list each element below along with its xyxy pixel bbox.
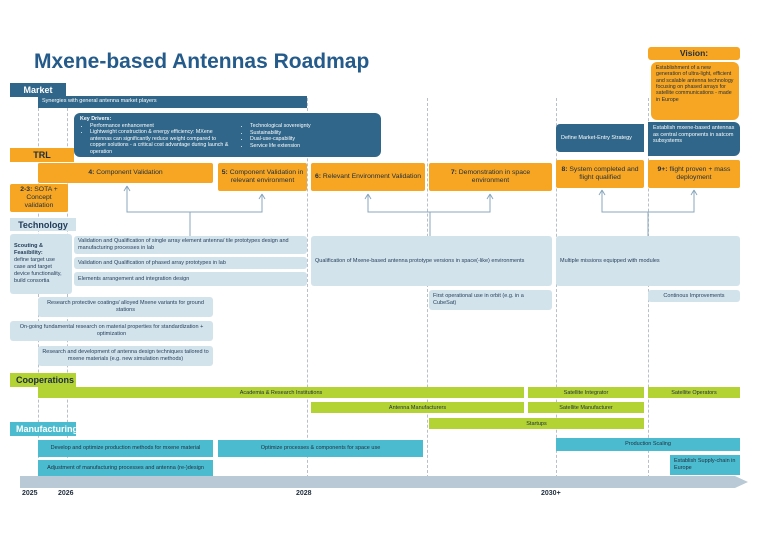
page-title: Mxene-based Antennas Roadmap	[34, 50, 370, 73]
coop-academia: Academia & Research Institutions	[38, 387, 524, 398]
guide-line-2030	[556, 98, 557, 478]
first-orbit-use: First operational use in orbit (e.g. in …	[429, 290, 552, 310]
coop-satellite-integrator: Satellite Integrator	[528, 387, 644, 398]
trl-4: 4: Component Validation	[38, 163, 213, 183]
trl-9: 9+: flight proven + mass deployment	[648, 160, 740, 188]
space-qualification: Qualification of Mxene-based antenna pro…	[311, 236, 552, 286]
driver-item: Sustainability	[250, 130, 375, 137]
trl-num: 6:	[314, 173, 322, 181]
antenna-design-research: Research and development of antenna desi…	[38, 346, 213, 366]
trl-text: Demonstration in space environment	[458, 169, 531, 184]
scouting-box: Scouting & Feasibility: define target us…	[10, 234, 72, 294]
coop-satellite-manufacturer: Satellite Manufacturer	[528, 402, 644, 413]
trl-text: Component Validation	[96, 169, 163, 177]
key-drivers-title: Key Drivers:	[80, 116, 112, 122]
establish-antennas: Establish mxene-based antennas as centra…	[648, 122, 740, 156]
vision-header: Vision:	[648, 47, 740, 60]
manufacturing-header: Manufacturing	[10, 422, 78, 436]
scouting-title: Scouting & Feasibility:	[14, 243, 44, 257]
year-2028: 2028	[296, 490, 312, 497]
driver-item: Technological sovereignty	[250, 123, 375, 130]
lab-item-1: Validation and Qualification of single a…	[74, 236, 307, 254]
multiple-missions: Multiple missions equipped with modules	[556, 236, 740, 286]
trl-text: flight proven + mass deployment	[669, 166, 731, 181]
trl-num: 4:	[88, 169, 95, 177]
market-synergies: Synergies with general antenna market pl…	[38, 96, 307, 108]
driver-item: Service life extension	[250, 143, 375, 150]
driver-item: Lightweight construction & energy effici…	[90, 129, 232, 155]
driver-item: Performance enhancement	[90, 123, 232, 130]
scouting-text: define target use case and target device…	[14, 257, 62, 284]
research-coatings: Research protective coatings/ alloyed Mx…	[38, 297, 213, 317]
trl-5: 5: Component Validation in relevant envi…	[218, 163, 307, 191]
define-market-strategy: Define Market-Entry Strategy	[556, 124, 644, 152]
continuous-improvements: Continous Improvements	[648, 290, 740, 302]
mfg-optimize-space: Optimize processes & components for spac…	[218, 440, 423, 457]
vision-text: Establishment of a new generation of ult…	[651, 62, 739, 120]
coop-startups: Startups	[429, 418, 644, 429]
lab-item-3: Elements arrangement and integration des…	[74, 272, 307, 286]
technology-header: Technology	[10, 218, 76, 231]
coop-antenna-manufacturers: Antenna Manufacturers	[311, 402, 524, 413]
trl-text: SOTA + Concept validation	[24, 186, 58, 209]
trl-7: 7: Demonstration in space environment	[429, 163, 552, 191]
mfg-production-scaling: Production Scaling	[556, 438, 740, 451]
guide-line-2028	[307, 98, 308, 478]
trl-2-3: 2-3: SOTA + Concept validation	[10, 184, 68, 212]
mfg-develop-methods: Develop and optimize production methods …	[38, 440, 213, 457]
cooperations-header: Cooperations	[10, 373, 76, 387]
trl-num: 9+:	[657, 166, 668, 174]
trl-8: 8: System completed and flight qualified	[556, 160, 644, 188]
year-2030: 2030+	[541, 490, 561, 497]
trl-num: 5:	[221, 169, 228, 177]
coop-satellite-operators: Satellite Operators	[648, 387, 740, 398]
mfg-supply-chain: Establish Supply-chain in Europe	[670, 455, 740, 475]
trl-num: 8:	[561, 166, 568, 174]
trl-6: 6: Relevant Environment Validation	[311, 163, 425, 191]
market-header: Market	[10, 83, 66, 97]
trl-num: 2-3:	[20, 186, 33, 194]
trl-text: Relevant Environment Validation	[322, 173, 422, 181]
guide-line-2029	[427, 98, 428, 478]
year-2025: 2025	[22, 490, 38, 497]
trl-num: 7:	[450, 169, 457, 177]
guide-line-2031	[648, 98, 649, 478]
driver-item: Dual-use-capability	[250, 136, 375, 143]
mfg-adjust-processes: Adjustment of manufacturing processes an…	[38, 460, 213, 476]
key-drivers-box: Key Drivers: Performance enhancement Lig…	[74, 113, 381, 157]
trl-text: Component Validation in relevant environ…	[229, 169, 304, 184]
year-2026: 2026	[58, 490, 74, 497]
trl-header: TRL	[10, 148, 74, 162]
trl-text: System completed and flight qualified	[569, 166, 639, 181]
fundamental-research: On-going fundamental research on materia…	[10, 321, 213, 341]
lab-item-2: Validation and Qualification of phased a…	[74, 257, 307, 269]
